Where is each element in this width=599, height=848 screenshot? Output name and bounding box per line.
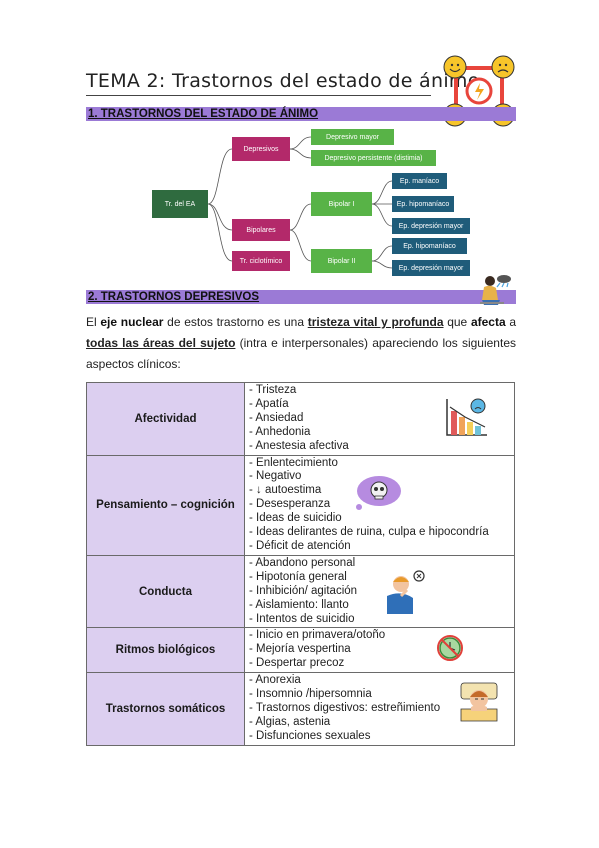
diagram-node-bipolar-2: Bipolar II	[311, 249, 372, 273]
list-item: - Ansiedad	[249, 411, 304, 424]
list-item: - Déficit de atención	[249, 539, 351, 552]
sitting-sad-person-icon	[480, 275, 511, 305]
list-item: - Despertar precoz	[249, 657, 345, 670]
diagram-node-bipolar-1: Bipolar I	[311, 192, 372, 216]
list-item: - Anorexia	[249, 674, 301, 687]
no-clock-icon	[437, 635, 463, 662]
list-item: - Mejoría vespertina	[249, 643, 351, 656]
diagram-connectors	[207, 136, 393, 269]
row-items: - Enlentecimiento - Negativo - ↓ autoest…	[244, 454, 515, 556]
list-item: - Anhedonia	[249, 425, 311, 438]
list-item: - Ideas delirantes de ruina, culpa e hip…	[249, 526, 489, 539]
table-row: Ritmos biológicos - Inicio en primavera/…	[86, 627, 515, 674]
row-label: Ritmos biológicos	[86, 627, 245, 674]
list-item: - Abandono personal	[249, 556, 356, 569]
diagram-node-depresivo-mayor: Depresivo mayor	[311, 129, 394, 145]
row-label: Pensamiento – cognición	[86, 454, 245, 556]
list-item: - Insomnio /hipersomnia	[249, 688, 372, 701]
page-title: TEMA 2: Trastornos del estado de ánimo	[86, 70, 480, 92]
row-label: Trastornos somáticos	[86, 672, 245, 746]
diagram-node-depresivos: Depresivos	[232, 137, 290, 161]
list-item: - Enlentecimiento	[249, 456, 338, 469]
diagram-node-ep-hipomaniaco-1: Ep. hipomaníaco	[392, 196, 454, 212]
sleepy-person-icon	[460, 682, 498, 722]
title-underline	[86, 95, 431, 96]
list-item: - Inhibición/ agitación	[249, 584, 358, 597]
table-row: Trastornos somáticos - Anorexia - Insomn…	[86, 672, 515, 746]
diagram-node-bipolares: Bipolares	[232, 219, 290, 241]
diagram-node-ep-depresion-mayor-2: Ep. depresión mayor	[392, 260, 470, 276]
clinical-aspects-table: Afectividad - Tristeza - Apatía - Ansied…	[86, 382, 515, 746]
row-items: - Anorexia - Insomnio /hipersomnia - Tra…	[244, 672, 515, 746]
list-item: - Trastornos digestivos: estreñimiento	[249, 701, 441, 714]
section-heading-1: 1. TRASTORNOS DEL ESTADO DE ÁNIMO	[86, 107, 516, 121]
diagram-node-depresivo-persistente: Depresivo persistente (distimia)	[311, 150, 436, 166]
row-items: - Inicio en primavera/otoño - Mejoría ve…	[244, 627, 515, 674]
list-item: - Algias, astenia	[249, 715, 331, 728]
row-label: Afectividad	[86, 382, 245, 456]
declining-chart-sad-icon	[446, 398, 487, 436]
table-row: Conducta - Abandono personal - Hipotonía…	[86, 554, 515, 629]
diagram-node-ep-depresion-mayor-1: Ep. depresión mayor	[392, 218, 470, 234]
diagram-node-ep-hipomaniaco-2: Ep. hipomaníaco	[392, 238, 467, 254]
intro-paragraph: El eje nuclear de estos trastorno es una…	[86, 315, 516, 371]
list-item: - Desesperanza	[249, 498, 331, 511]
diagram-node-ciclotimico: Tr. ciclotímico	[232, 251, 290, 271]
list-item: - ↓ autoestima	[249, 484, 322, 497]
diagram-root-node: Tr. del EA	[152, 190, 208, 218]
diagram-node-ep-maniaco: Ep. maníaco	[392, 173, 447, 189]
skull-thought-icon	[356, 475, 401, 510]
row-items: - Tristeza - Apatía - Ansiedad - Anhedon…	[244, 382, 515, 456]
row-label: Conducta	[86, 554, 245, 629]
list-item: - Inicio en primavera/otoño	[249, 629, 386, 642]
list-item: - Disfunciones sexuales	[249, 729, 371, 742]
table-row: Afectividad - Tristeza - Apatía - Ansied…	[86, 382, 515, 456]
list-item: - Ideas de suicidio	[249, 512, 342, 525]
list-item: - Tristeza	[249, 384, 297, 396]
row-items: - Abandono personal - Hipotonía general …	[244, 554, 515, 629]
section-heading-2: 2. TRASTORNOS DEPRESIVOS	[86, 290, 516, 304]
list-item: - Intentos de suicidio	[249, 612, 355, 625]
list-item: - Hipotonía general	[249, 570, 347, 583]
list-item: - Anestesia afectiva	[249, 439, 349, 452]
thinking-person-icon	[387, 570, 425, 614]
list-item: - Apatía	[249, 397, 289, 410]
table-row: Pensamiento – cognición - Enlentecimient…	[86, 454, 515, 556]
list-item: - Aislamiento: llanto	[249, 598, 349, 611]
list-item: - Negativo	[249, 470, 302, 483]
